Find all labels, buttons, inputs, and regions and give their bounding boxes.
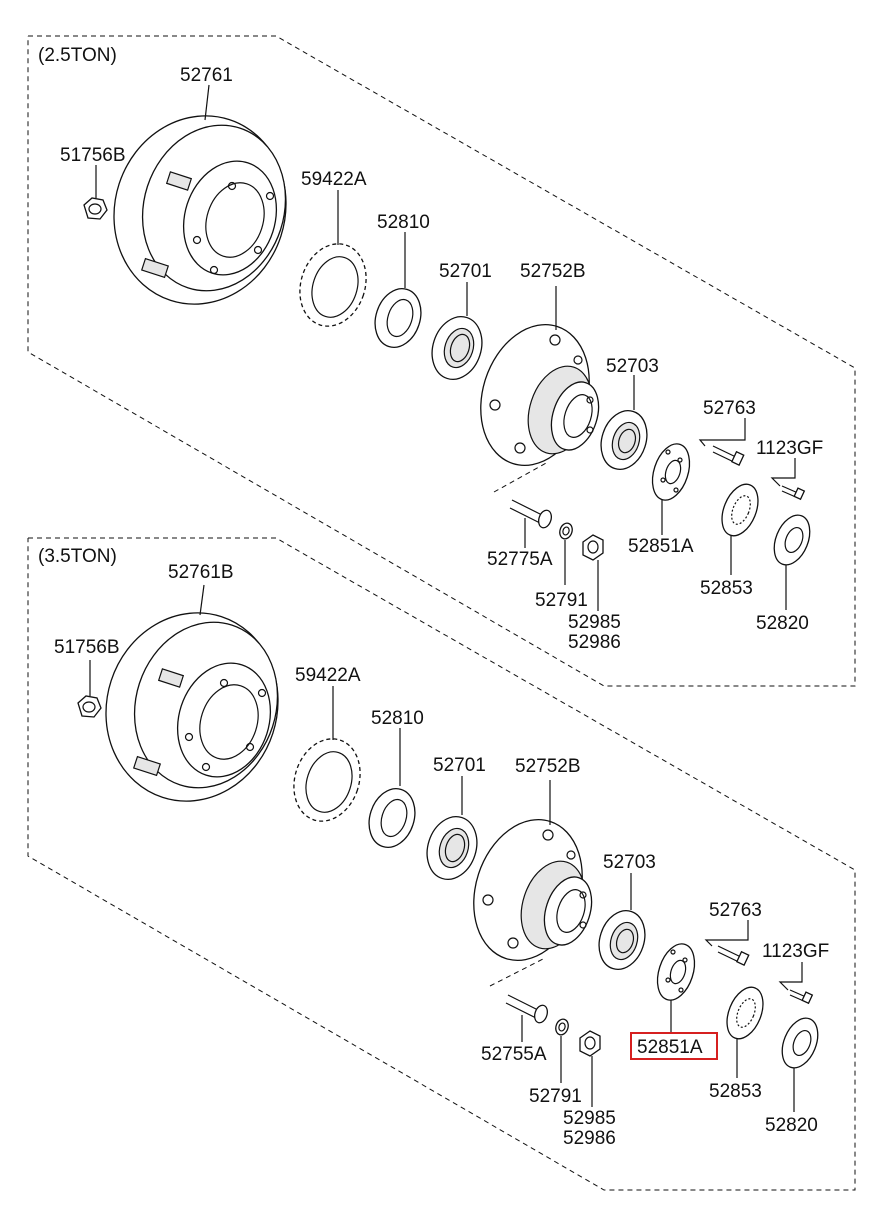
label-washer: 52791 — [529, 1086, 582, 1107]
wheel-nut-part[interactable] — [579, 1030, 601, 1057]
section-title: (3.5TON) — [38, 546, 117, 567]
plate-part[interactable] — [646, 439, 696, 505]
hub-part[interactable] — [456, 805, 599, 974]
screw-part[interactable] — [789, 989, 814, 1005]
section-3-5ton: (3.5TON) 52761B 51756B — [27, 537, 856, 1191]
label-lock-plate: 52853 — [700, 578, 753, 599]
brake-drum-part[interactable] — [90, 93, 310, 326]
label-washer: 52791 — [535, 590, 588, 611]
seal-part[interactable] — [362, 783, 422, 854]
label-bearing-inner: 52703 — [603, 852, 656, 873]
plate-part[interactable] — [651, 939, 701, 1005]
seal-inner-part[interactable] — [775, 1013, 824, 1073]
lock-plate-part[interactable] — [720, 982, 770, 1044]
bolt-part[interactable] — [717, 945, 750, 966]
label-stud: 52755A — [481, 1044, 547, 1065]
label-screw: 1123GF — [762, 941, 829, 962]
label-hub: 52752B — [520, 261, 586, 282]
label-wheel-nut-b: 52986 — [568, 632, 621, 653]
label-seal: 52810 — [377, 212, 430, 233]
label-bearing-inner: 52703 — [606, 356, 659, 377]
label-bearing-outer: 52701 — [433, 755, 486, 776]
nut-part[interactable] — [77, 695, 102, 718]
label-tone-wheel: 59422A — [301, 169, 367, 190]
bearing-inner-part[interactable] — [594, 405, 654, 476]
bearing-outer-part[interactable] — [419, 810, 484, 886]
label-lock-plate: 52853 — [709, 1081, 762, 1102]
nut-part[interactable] — [83, 197, 108, 220]
section-outline — [27, 537, 856, 1191]
section-title: (2.5TON) — [38, 45, 117, 66]
label-seal-inner: 52820 — [756, 613, 809, 634]
brake-drum-part[interactable] — [82, 590, 302, 823]
label-wheel-nut-b: 52986 — [563, 1128, 616, 1149]
label-nut: 51756B — [54, 637, 120, 658]
bolt-part[interactable] — [712, 445, 745, 466]
washer-part[interactable] — [554, 1018, 570, 1037]
label-tone-wheel: 59422A — [295, 665, 361, 686]
tone-wheel-part[interactable] — [284, 730, 371, 830]
label-seal: 52810 — [371, 708, 424, 729]
label-bearing-outer: 52701 — [439, 261, 492, 282]
label-plate[interactable]: 52851A — [637, 1037, 703, 1058]
highlight-box — [630, 1032, 718, 1060]
stud-part[interactable] — [489, 957, 549, 1024]
label-stud: 52775A — [487, 549, 553, 570]
screw-part[interactable] — [781, 485, 806, 501]
label-seal-inner: 52820 — [765, 1115, 818, 1136]
label-drum: 52761 — [180, 65, 233, 86]
wheel-nut-part[interactable] — [582, 534, 604, 561]
stud-part[interactable] — [493, 461, 553, 529]
bearing-outer-part[interactable] — [424, 310, 489, 386]
seal-part[interactable] — [368, 283, 428, 354]
bearing-inner-part[interactable] — [592, 905, 652, 976]
label-bolt: 52763 — [703, 398, 756, 419]
seal-inner-part[interactable] — [767, 510, 816, 570]
label-nut: 51756B — [60, 145, 126, 166]
label-screw: 1123GF — [756, 438, 823, 459]
label-wheel-nut-a: 52985 — [568, 612, 621, 633]
section-outline — [27, 35, 856, 687]
hub-part[interactable] — [463, 310, 606, 479]
lock-plate-part[interactable] — [715, 479, 765, 541]
tone-wheel-part[interactable] — [290, 235, 377, 335]
label-hub: 52752B — [515, 756, 581, 777]
label-wheel-nut-a: 52985 — [563, 1108, 616, 1129]
label-plate: 52851A — [628, 536, 694, 557]
label-drum: 52761B — [168, 562, 234, 583]
label-bolt: 52763 — [709, 900, 762, 921]
section-2-5ton: (2.5TON) 52761 51756B — [27, 35, 856, 687]
washer-part[interactable] — [558, 522, 574, 541]
